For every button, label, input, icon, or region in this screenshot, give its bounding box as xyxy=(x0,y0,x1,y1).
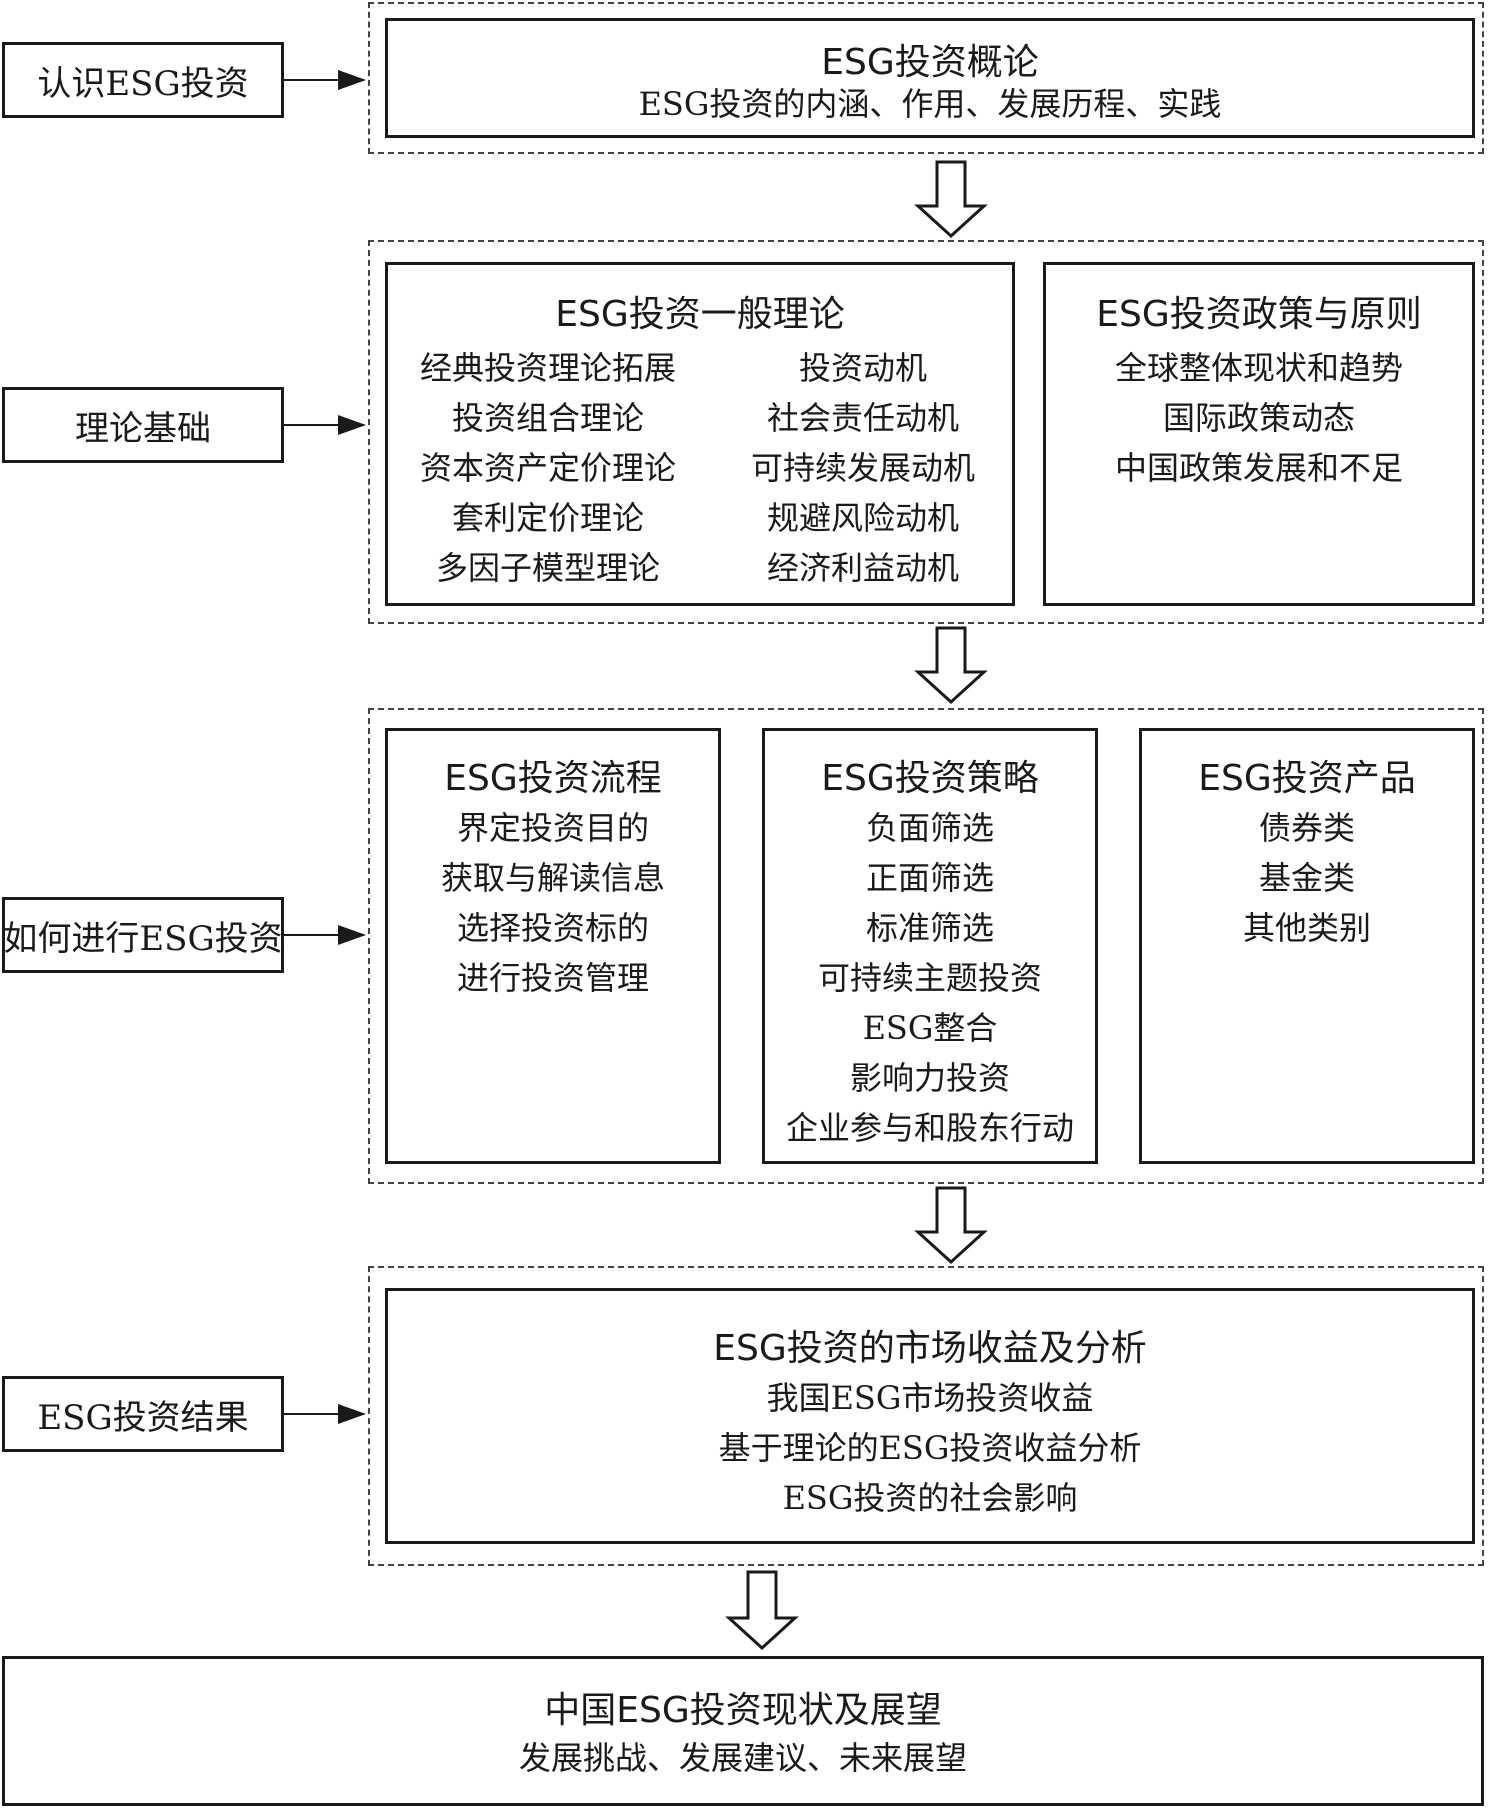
list-item: 标准筛选 xyxy=(865,909,994,947)
list-item: 我国ESG市场投资收益 xyxy=(766,1379,1094,1417)
flow-arrow-down-4 xyxy=(725,1570,799,1651)
list-item: 国际政策动态 xyxy=(1162,399,1355,437)
results-box: ESG投资的市场收益及分析 我国ESG市场投资收益 基于理论的ESG投资收益分析… xyxy=(385,1288,1475,1544)
stage-label-theory: 理论基础 xyxy=(2,387,284,463)
stage-4-container xyxy=(368,1266,1484,1566)
strategy-box: ESG投资策略 负面筛选 正面筛选 标准筛选 可持续主题投资 ESG整合 影响力… xyxy=(762,728,1098,1164)
general-theory-title: ESG投资一般理论 xyxy=(555,294,845,335)
classic-theory-heading: 经典投资理论拓展 xyxy=(419,349,676,387)
list-item: 经济利益动机 xyxy=(766,549,959,587)
stage-2-container xyxy=(368,240,1484,624)
list-item: 负面筛选 xyxy=(865,809,994,847)
list-item: 获取与解读信息 xyxy=(440,859,665,897)
general-theory-box: ESG投资一般理论 经典投资理论拓展 投资组合理论 资本资产定价理论 套利定价理… xyxy=(385,262,1015,606)
list-item: 正面筛选 xyxy=(865,859,994,897)
overview-box: ESG投资概论 ESG投资的内涵、作用、发展历程、实践 xyxy=(385,18,1475,138)
stage-label-results: ESG投资结果 xyxy=(2,1376,284,1452)
list-item: ESG投资的社会影响 xyxy=(782,1479,1078,1517)
products-title: ESG投资产品 xyxy=(1198,758,1416,799)
flow-arrow-down-1 xyxy=(914,160,988,239)
list-item: 资本资产定价理论 xyxy=(419,449,676,487)
motivation-column: 投资动机 社会责任动机 可持续发展动机 规避风险动机 经济利益动机 xyxy=(708,343,1018,593)
strategy-list: 负面筛选 正面筛选 标准筛选 可持续主题投资 ESG整合 影响力投资 企业参与和… xyxy=(765,803,1095,1153)
list-item: 中国政策发展和不足 xyxy=(1114,449,1403,487)
list-item: 其他类别 xyxy=(1242,909,1371,947)
outlook-box: 中国ESG投资现状及展望 发展挑战、发展建议、未来展望 xyxy=(2,1656,1484,1806)
list-item: 基金类 xyxy=(1258,859,1355,897)
list-item: 可持续发展动机 xyxy=(750,449,975,487)
list-item: 影响力投资 xyxy=(849,1059,1010,1097)
overview-subtitle: ESG投资的内涵、作用、发展历程、实践 xyxy=(638,85,1222,123)
policy-list: 全球整体现状和趋势 国际政策动态 中国政策发展和不足 xyxy=(1046,343,1472,493)
stage-3-container xyxy=(368,708,1484,1184)
list-item: 套利定价理论 xyxy=(451,499,644,537)
policy-box: ESG投资政策与原则 全球整体现状和趋势 国际政策动态 中国政策发展和不足 xyxy=(1043,262,1475,606)
list-item: 规避风险动机 xyxy=(766,499,959,537)
motivation-heading: 投资动机 xyxy=(798,349,927,387)
overview-title: ESG投资概论 xyxy=(821,42,1039,83)
classic-theory-column: 经典投资理论拓展 投资组合理论 资本资产定价理论 套利定价理论 多因子模型理论 xyxy=(388,343,708,593)
strategy-title: ESG投资策略 xyxy=(821,758,1039,799)
list-item: 多因子模型理论 xyxy=(435,549,660,587)
products-box: ESG投资产品 债券类 基金类 其他类别 xyxy=(1139,728,1475,1164)
list-item: 进行投资管理 xyxy=(456,959,649,997)
results-title: ESG投资的市场收益及分析 xyxy=(713,1328,1147,1369)
list-item: 选择投资标的 xyxy=(456,909,649,947)
list-item: ESG整合 xyxy=(862,1009,998,1047)
flow-arrow-down-2 xyxy=(914,626,988,705)
outlook-title: 中国ESG投资现状及展望 xyxy=(544,1690,942,1731)
list-item: 界定投资目的 xyxy=(456,809,649,847)
stage-1-container xyxy=(368,2,1484,154)
process-box: ESG投资流程 界定投资目的 获取与解读信息 选择投资标的 进行投资管理 xyxy=(385,728,721,1164)
list-item: 企业参与和股东行动 xyxy=(785,1109,1074,1147)
list-item: 债券类 xyxy=(1258,809,1355,847)
list-item: 可持续主题投资 xyxy=(817,959,1042,997)
process-list: 界定投资目的 获取与解读信息 选择投资标的 进行投资管理 xyxy=(388,803,718,1003)
policy-title: ESG投资政策与原则 xyxy=(1096,294,1422,335)
list-item: 投资组合理论 xyxy=(451,399,644,437)
results-list: 我国ESG市场投资收益 基于理论的ESG投资收益分析 ESG投资的社会影响 xyxy=(388,1373,1472,1523)
list-item: 基于理论的ESG投资收益分析 xyxy=(718,1429,1142,1467)
products-list: 债券类 基金类 其他类别 xyxy=(1142,803,1472,953)
list-item: 全球整体现状和趋势 xyxy=(1114,349,1403,387)
flow-arrow-down-3 xyxy=(914,1186,988,1265)
list-item: 社会责任动机 xyxy=(766,399,959,437)
stage-label-recognize: 认识ESG投资 xyxy=(2,42,284,118)
stage-label-how: 如何进行ESG投资 xyxy=(2,897,284,973)
process-title: ESG投资流程 xyxy=(444,758,662,799)
outlook-subtitle: 发展挑战、发展建议、未来展望 xyxy=(518,1739,967,1777)
